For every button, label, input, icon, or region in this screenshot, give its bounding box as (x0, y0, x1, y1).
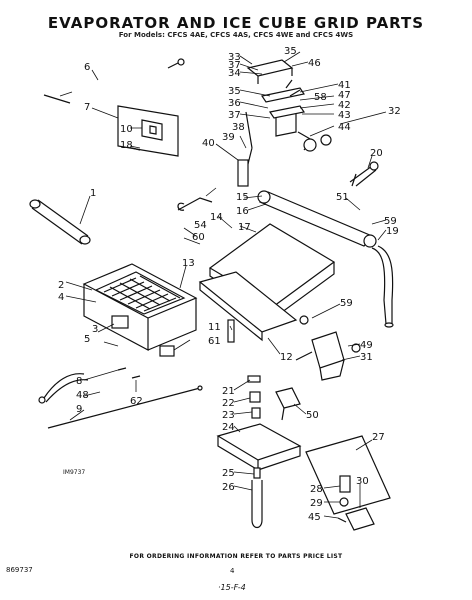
callout-31: 31 (360, 352, 373, 363)
callout-37: 37 (228, 60, 241, 71)
callout-50: 50 (306, 410, 319, 421)
callout-34: 34 (228, 68, 241, 79)
page-title: EVAPORATOR AND ICE CUBE GRID PARTS (47, 14, 425, 32)
callout-37b: 37 (228, 110, 241, 121)
callout-11: 11 (208, 322, 221, 333)
handwritten-date: ·15-F-4 (218, 583, 246, 592)
callout-14: 14 (210, 212, 223, 223)
leader-lines (59, 51, 387, 519)
document-code: 869737 (6, 566, 33, 574)
part-19-drain-tube (371, 245, 394, 328)
callout-40: 40 (202, 138, 215, 149)
callout-60: 60 (192, 232, 205, 243)
callout-10: 10 (120, 124, 133, 135)
callout-13: 13 (182, 258, 195, 269)
callout-5: 5 (84, 334, 90, 345)
callout-29: 29 (310, 498, 323, 509)
callout-20: 20 (370, 148, 383, 159)
callout-16: 16 (236, 206, 249, 217)
callout-33: 33 (228, 52, 241, 63)
part-callouts: 1 2 3 4 5 6 7 8 9 10 11 12 13 14 15 16 1… (58, 46, 401, 523)
callout-6: 6 (84, 62, 90, 73)
callout-48: 48 (76, 390, 89, 401)
callout-9: 9 (76, 404, 82, 415)
callout-59b: 59 (340, 298, 353, 309)
callout-61: 61 (208, 336, 221, 347)
part-7-assembly (117, 105, 179, 157)
callout-51: 51 (336, 192, 349, 203)
image-code: IM9737 (63, 469, 86, 476)
callout-7: 7 (84, 102, 90, 113)
callout-38: 38 (232, 122, 245, 133)
callout-44: 44 (338, 122, 351, 133)
callout-26: 26 (222, 482, 235, 493)
part-27-assembly (305, 435, 391, 531)
callout-32: 32 (388, 106, 401, 117)
part-2-ice-tray-frame (82, 263, 198, 357)
callout-19: 19 (386, 226, 399, 237)
callout-22: 22 (222, 398, 235, 409)
callout-39: 39 (222, 132, 235, 143)
part-6-rod (43, 58, 185, 104)
callout-21: 21 (222, 386, 235, 397)
part-1-tube (29, 199, 91, 245)
part-9-rod (47, 385, 203, 429)
callout-46: 46 (308, 58, 321, 69)
callout-45: 45 (308, 512, 321, 523)
callout-3: 3 (92, 324, 98, 335)
callout-27: 27 (372, 432, 385, 443)
part-8-screws (117, 367, 141, 379)
part-31-valve (295, 315, 361, 381)
callout-12: 12 (280, 352, 293, 363)
callout-2: 2 (58, 280, 64, 291)
callout-28: 28 (310, 484, 323, 495)
callout-35: 35 (284, 46, 297, 57)
callout-58: 58 (314, 92, 327, 103)
callout-23: 23 (222, 410, 235, 421)
upper-right-assembly (237, 59, 332, 187)
callout-62: 62 (130, 396, 143, 407)
callout-8: 8 (76, 376, 82, 387)
model-list: For Models: CFCS 4AE, CFCS 4AS, CFCS 4WE… (118, 31, 354, 39)
part-50-bracket (275, 387, 301, 421)
callout-1: 1 (90, 188, 96, 199)
callout-15: 15 (236, 192, 249, 203)
part-20-connector (349, 161, 379, 187)
callout-49: 49 (360, 340, 373, 351)
callout-54: 54 (194, 220, 207, 231)
callout-17: 17 (238, 222, 251, 233)
callout-42: 42 (338, 100, 351, 111)
part-16-grid-bar (177, 190, 377, 248)
callout-41: 41 (338, 80, 351, 91)
callout-18: 18 (120, 140, 133, 151)
callout-35b: 35 (228, 86, 241, 97)
callout-30: 30 (356, 476, 369, 487)
part-11-post (227, 319, 235, 343)
callout-4: 4 (58, 292, 64, 303)
callout-47: 47 (338, 90, 351, 101)
ordering-note: FOR ORDERING INFORMATION REFER TO PARTS … (129, 553, 343, 560)
part-12-tray (198, 271, 298, 342)
callout-43: 43 (338, 110, 351, 121)
callout-24: 24 (222, 422, 235, 433)
callout-25: 25 (222, 468, 235, 479)
callout-59: 59 (384, 216, 397, 227)
center-column-parts (216, 375, 302, 529)
callout-36: 36 (228, 98, 241, 109)
page-number: 4 (230, 567, 235, 575)
